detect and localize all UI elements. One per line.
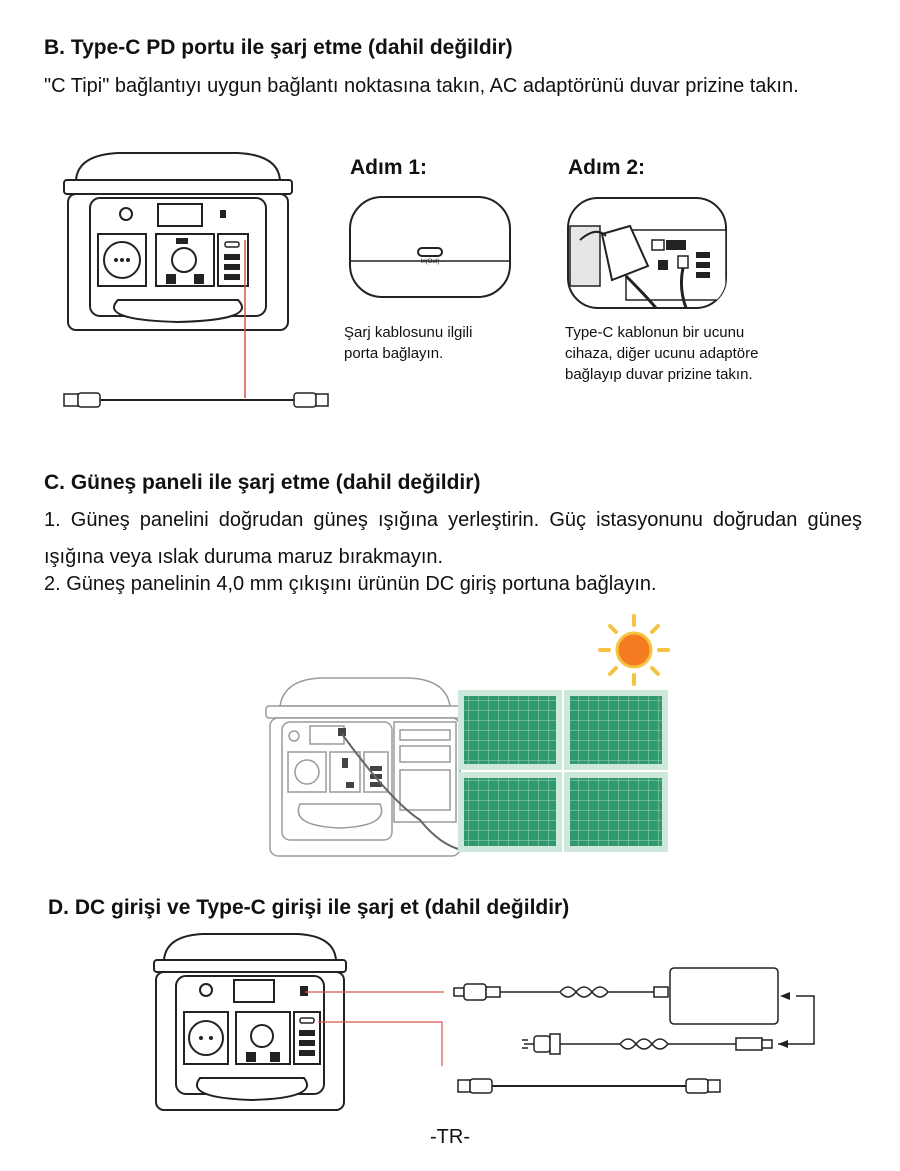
type-c-cable-illustration-b: [63, 392, 329, 408]
power-station-illustration-b: [63, 152, 293, 331]
section-b-heading: B. Type-C PD portu ile şarj etme (dahil …: [44, 36, 513, 59]
type-c-port-closeup: [349, 196, 511, 298]
section-c-item-2: 2. Güneş panelinin 4,0 mm çıkışını ürünü…: [44, 573, 657, 595]
power-station-illustration-c: [265, 677, 465, 857]
solar-panels-illustration: [458, 690, 668, 852]
power-station-illustration-d: [153, 933, 347, 1111]
step-1-title: Adım 1:: [350, 156, 428, 179]
section-d-heading: D. DC girişi ve Type-C girişi ile şarj e…: [48, 896, 570, 919]
sun-icon: [598, 614, 670, 686]
step-2-title: Adım 2:: [568, 156, 646, 179]
type-c-cable-illustration-d: [457, 1078, 721, 1094]
dc-adapter-cable-illustration: [453, 967, 815, 1055]
section-c-item-1: 1. Güneş panelini doğrudan güneş ışığına…: [44, 509, 862, 568]
step-1-caption-line-2: porta bağlayın.: [344, 345, 444, 362]
section-b-body: "C Tipi" bağlantıyı uygun bağlantı nokta…: [44, 75, 799, 97]
section-c-heading: C. Güneş paneli ile şarj etme (dahil değ…: [44, 471, 481, 494]
step-2-caption-line-3: bağlayıp duvar prizine takın.: [565, 366, 753, 383]
in-out-port-label: In(Out): [420, 259, 440, 265]
adapter-connection-closeup: [567, 197, 727, 309]
step-2-caption-line-1: Type-C kablonun bir ucunu: [565, 324, 745, 341]
page-footer: -TR-: [430, 1126, 470, 1148]
step-2-caption-line-2: cihaza, diğer ucunu adaptöre: [565, 345, 759, 362]
step-1-caption-line-1: Şarj kablosunu ilgili: [344, 324, 473, 341]
